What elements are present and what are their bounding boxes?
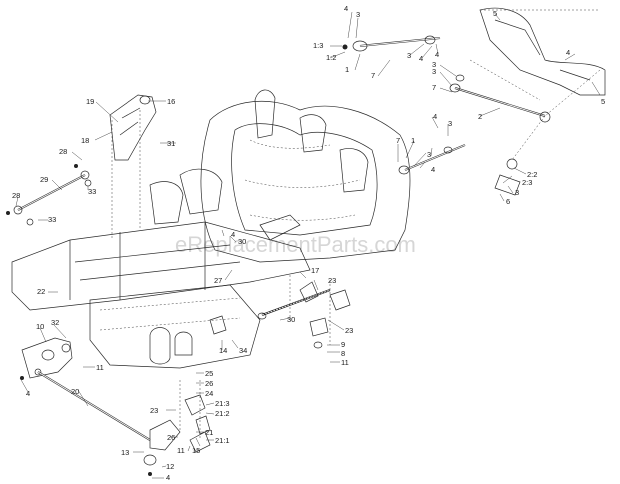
callout-label: 18 (81, 136, 89, 145)
callout-label: 4 (26, 389, 30, 398)
callout-label: 1 (345, 65, 349, 74)
callout-label: 3 (407, 51, 411, 60)
callout-label: 26 (205, 379, 213, 388)
callout-label: 13 (121, 448, 129, 457)
callout-label: 8 (341, 349, 345, 358)
callout-label: 30 (287, 315, 295, 324)
callout-label: 10 (36, 322, 44, 331)
leader-lines (15, 11, 601, 479)
callout-label: 5 (493, 9, 497, 18)
callout-label: 4 (431, 165, 435, 174)
callout-label: 12 (166, 462, 174, 471)
callout-label: 21 (205, 428, 213, 437)
watermark: eReplacementParts.com (175, 232, 416, 257)
callout-label: 25 (205, 369, 213, 378)
callout-label: 28 (59, 147, 67, 156)
callout-label: 1 (411, 136, 415, 145)
callout-label: 4 (433, 112, 437, 121)
callout-label: 6 (506, 197, 510, 206)
callout-label: 23 (345, 326, 353, 335)
callout-label: 23 (150, 406, 158, 415)
callout-label: 3 (432, 67, 436, 76)
callout-label: 3 (432, 60, 436, 69)
callout-label: 27 (214, 276, 222, 285)
callout-label: 4 (344, 4, 348, 13)
callout-label: 3 (515, 188, 519, 197)
callout-label: 3 (448, 119, 452, 128)
frame-assembly (149, 89, 411, 263)
callout-label: 23 (328, 276, 336, 285)
callout-label: 28 (12, 191, 20, 200)
callout-label: 9 (341, 340, 345, 349)
callout-label: 29 (40, 175, 48, 184)
callout-label: 20 (71, 387, 79, 396)
callout-label: 22 (37, 287, 45, 296)
callout-label: 32 (51, 318, 59, 327)
callout-label: 3 (356, 10, 360, 19)
callout-label: 15 (192, 446, 200, 455)
callout-label: 4 (231, 230, 235, 239)
callout-label: 34 (239, 346, 247, 355)
upper-left-bracket (6, 94, 157, 226)
callout-label: 19 (86, 97, 94, 106)
callout-label: 31 (167, 139, 175, 148)
lower-center-linkage (143, 315, 227, 476)
callout-label: 1:3 (313, 41, 323, 50)
callout-label: 1:2 (326, 53, 336, 62)
callout-label: 4 (166, 473, 170, 482)
callout-label: 16 (167, 97, 175, 106)
callout-label: 7 (432, 83, 436, 92)
callout-label: 21:1 (215, 436, 230, 445)
callout-label: 33 (48, 215, 56, 224)
callout-label: 5 (601, 97, 605, 106)
lower-left-linkage (20, 337, 151, 441)
callout-label: 4 (435, 50, 439, 59)
top-linkage (342, 7, 606, 196)
callout-label: 21:2 (215, 409, 230, 418)
callout-label: 11 (96, 363, 104, 372)
callout-label: 14 (219, 346, 227, 355)
callout-label: 2:3 (522, 178, 532, 187)
callout-labels: 4 3 5 1:3 1:2 1 7 3 4 4 3 4 5 3 7 2 4 3 … (12, 4, 605, 482)
callout-label: 11 (341, 358, 349, 367)
callout-label: 4 (566, 48, 570, 57)
callout-label: 2 (478, 112, 482, 121)
callout-label: 7 (396, 136, 400, 145)
chassis-rails (11, 110, 311, 369)
callout-label: 17 (311, 266, 319, 275)
callout-label: 4 (419, 54, 423, 63)
callout-label: 24 (205, 389, 213, 398)
callout-label: 33 (88, 187, 96, 196)
callout-label: 7 (371, 71, 375, 80)
center-linkage (257, 214, 351, 349)
callout-label: 11 (177, 446, 185, 455)
callout-label: 3 (427, 150, 431, 159)
callout-label: 26 (167, 433, 175, 442)
callout-label: 21:3 (215, 399, 230, 408)
callout-label: 30 (238, 237, 246, 246)
callout-label: 2:2 (527, 170, 537, 179)
